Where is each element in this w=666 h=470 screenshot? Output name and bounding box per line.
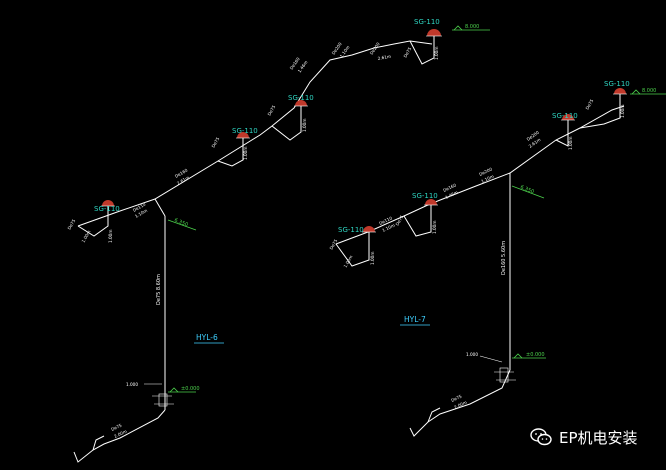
pipe-length-label: 1.10m (134, 208, 148, 219)
pipe-length-label: 1.10m (381, 223, 395, 233)
pipe-size-label: De160 (174, 167, 189, 178)
riser-level-label-hyl7: 6.350 (519, 184, 535, 195)
pipe-size-label: De200 (369, 41, 381, 55)
roof-drain-outlet: SG-110 De75 1.00m (395, 192, 438, 237)
outlet-size-label: De75 (329, 238, 339, 250)
outlet-label: SG-110 (94, 205, 120, 213)
pipe-length-label: 2.61m (176, 175, 190, 186)
system-hyl6: 1.000 ±0.000 6.350 De75 8.60m De75 2.00m… (67, 18, 490, 463)
system-hyl7: 1.000 ±0.000 6.350 De160 5.60m De75 2.00… (329, 80, 666, 437)
outlet-label: SG-110 (338, 226, 364, 234)
outlet-size-label: De75 (395, 214, 405, 226)
roof-drain-outlet: SG-110 De75 1.00m (579, 80, 630, 129)
outlet-bend-hyl7 (427, 407, 441, 423)
branch-level-hyl7: 1.000 (466, 352, 478, 357)
main-pipe-hyl6 (77, 40, 433, 227)
outlet-pipe-hyl7 (409, 369, 511, 437)
outlet-label: SG-110 (552, 112, 578, 120)
outlet-label: SG-110 (414, 18, 440, 26)
outlet-size-label: De75 (403, 46, 413, 58)
outlet-length-hyl7: 2.00m (453, 400, 467, 410)
outlet-length-hyl6: 2.00m (113, 429, 127, 439)
watermark-text: EP机电安装 (559, 428, 638, 447)
pipe-length-label: 1.46m (297, 60, 309, 74)
branch-leader-hyl7 (479, 355, 503, 363)
pipe-length-label: 1.10m (339, 45, 351, 59)
roof-drain-outlet: SG-110 De75 1.00m (403, 18, 442, 65)
wechat-icon (530, 428, 552, 446)
branch-level-hyl6: 1.000 (126, 382, 138, 387)
roof-drain-outlet: SG-110 De75 1.00m 1.00m (329, 226, 376, 269)
pipe-length-label: 1.10m (480, 174, 494, 184)
ground-level-label-hyl6: ±0.000 (181, 386, 200, 392)
outlet-drop-label: 1.00m (108, 230, 113, 243)
outlet-label: SG-110 (412, 192, 438, 200)
outlet-length-label: 1.00m (81, 229, 92, 243)
roof-level-label-hyl7: 8.000 (642, 88, 656, 94)
roof-drain-outlet: SG-110 De75 1.00m (211, 127, 258, 167)
outlet-drop-label: 1.00m (620, 105, 625, 118)
outlet-drop-label: 1.00m (302, 119, 307, 132)
outlet-label: SG-110 (232, 127, 258, 135)
outlet-length-label: 1.00m (343, 254, 354, 268)
outlet-bend-hyl6 (92, 435, 105, 451)
outlet-drop-label: 1.00m (432, 221, 437, 234)
riser-level-leader-hyl7 (511, 185, 545, 199)
riser-branch-hyl6 (154, 198, 166, 217)
outlet-drop-label: 1.00m (568, 137, 573, 150)
pipe-length-label: 2.61m (528, 137, 542, 149)
roof-level-triangle-hyl6 (453, 25, 463, 31)
cleanout-hyl6 (158, 393, 168, 407)
main-pipe-hyl7 (335, 105, 625, 245)
riser-annotation-hyl7: De160 5.60m (501, 241, 507, 275)
roof-level-label-hyl6: 8.000 (465, 24, 479, 30)
outlet-pipe-hyl6 (73, 409, 166, 463)
outlet-drop-label: 1.00m (370, 252, 375, 265)
riser-level-label-hyl6: 6.350 (173, 217, 189, 228)
roof-level-triangle-hyl7 (631, 89, 641, 95)
outlet-label: SG-110 (604, 80, 630, 88)
outlet-size-hyl7: De75 (450, 394, 463, 403)
ground-level-label-hyl7: ±0.000 (526, 352, 545, 358)
ground-level-triangle-hyl7 (513, 353, 523, 359)
outlet-size-label: De75 (211, 136, 221, 148)
outlet-label: SG-110 (288, 94, 314, 102)
pipe-size-label: De200 (478, 166, 493, 177)
roof-drain-outlet: SG-110 De75 1.00m 1.00m (67, 200, 120, 244)
pipe-size-label: De110 (132, 201, 147, 212)
roof-drain-outlet: SG-110 De75 1.00m (267, 94, 314, 141)
cleanout-hyl7 (499, 367, 509, 383)
pipe-size-label: De110 (378, 215, 393, 226)
riser-annotation-hyl6: De75 8.60m (156, 274, 162, 305)
outlet-size-label: De75 (585, 98, 595, 110)
roof-drain-outlet: SG-110 1.00m (552, 112, 578, 150)
riser-level-leader-hyl6 (167, 219, 197, 231)
outlet-size-hyl6: De75 (110, 423, 123, 432)
ground-level-triangle-hyl6 (169, 387, 179, 393)
pipe-length-label: 1.46m (444, 190, 458, 200)
pipe-length-label: 2.61m (377, 54, 391, 61)
outlet-drop-label: 1.00m (434, 47, 439, 60)
outlet-size-label: De75 (67, 218, 77, 230)
system-tag-hyl6: HYL-6 (196, 333, 218, 342)
watermark: EP机电安装 (529, 425, 638, 449)
pipe-size-label: De160 (442, 182, 457, 193)
system-tag-hyl7: HYL-7 (404, 315, 426, 324)
outlet-size-label: De75 (267, 104, 277, 116)
outlet-drop-label: 1.00m (243, 147, 248, 160)
